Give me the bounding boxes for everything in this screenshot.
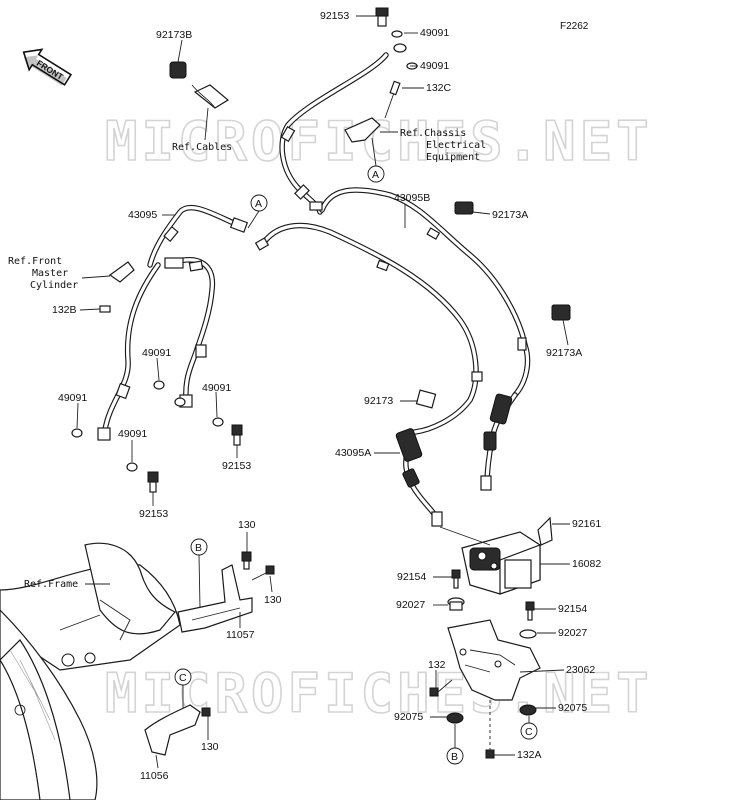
label-132A: 132A	[517, 749, 542, 761]
label-43095B: 43095B	[394, 192, 430, 204]
label-132C: 132C	[426, 82, 452, 94]
abs-mount-hardware	[429, 569, 537, 759]
label-130-b: 130	[264, 594, 282, 606]
label-ref-front-1: Ref.Front	[8, 256, 62, 267]
callout-A-upper: A	[247, 194, 268, 229]
callout-A-lower: A	[367, 137, 385, 183]
banjo-bolt-top	[375, 7, 418, 70]
label-49091-e: 49091	[58, 392, 87, 404]
brake-hose-upper	[279, 52, 389, 215]
clamp-92173A-upper	[454, 201, 474, 215]
label-92153-top: 92153	[320, 10, 349, 22]
label-ref-chassis-3: Equipment	[426, 152, 480, 163]
label-92173: 92173	[364, 395, 393, 407]
clamp-92173	[415, 389, 437, 409]
caliper-hardware	[71, 380, 243, 493]
figure-code: F2262	[560, 21, 589, 32]
svg-text:B: B	[195, 542, 202, 554]
label-92154-a: 92154	[397, 571, 426, 583]
callout-B-lower: B	[446, 724, 464, 765]
label-49091-d: 49091	[202, 382, 231, 394]
label-ref-chassis-1: Ref.Chassis	[400, 128, 466, 139]
label-92173A-a: 92173A	[492, 209, 528, 221]
brake-hose-right-caliper	[172, 257, 216, 401]
label-92027-a: 92027	[396, 599, 425, 611]
callout-B-upper: B	[190, 538, 208, 609]
svg-text:A: A	[372, 169, 379, 181]
svg-text:C: C	[525, 726, 533, 738]
label-49091-b: 49091	[420, 60, 449, 72]
clip-92161	[537, 516, 553, 546]
label-16082: 16082	[572, 558, 601, 570]
label-11057: 11057	[226, 629, 255, 641]
frame-section	[0, 542, 181, 800]
label-92173A-b: 92173A	[546, 347, 582, 359]
label-49091-c: 49091	[142, 347, 171, 359]
brake-hose-43095A	[259, 222, 479, 435]
callout-C-left: C	[174, 668, 192, 708]
abs-hydraulic-unit-16082	[439, 526, 541, 595]
label-92153-b: 92153	[222, 460, 251, 472]
label-43095: 43095	[128, 209, 157, 221]
label-23062: 23062	[566, 664, 595, 676]
label-49091-f: 49091	[118, 428, 147, 440]
leader-lines	[76, 15, 570, 769]
label-92173B: 92173B	[156, 29, 192, 41]
bracket-11056	[144, 704, 211, 756]
label-43095A: 43095A	[335, 447, 371, 459]
label-130-c: 130	[201, 741, 219, 753]
svg-text:A: A	[255, 198, 262, 210]
master-cylinder-bracket	[99, 261, 135, 313]
label-92027-b: 92027	[558, 627, 587, 639]
label-ref-front-3: Cylinder	[30, 280, 78, 291]
svg-text:C: C	[179, 672, 187, 684]
front-arrow-icon: FRONT	[22, 48, 73, 86]
label-92153-c: 92153	[139, 508, 168, 520]
label-11056: 11056	[140, 770, 169, 782]
watermark-top: MICROFICHES.NET	[105, 110, 653, 173]
chassis-bracket	[344, 80, 401, 143]
label-92075-b: 92075	[558, 702, 587, 714]
label-ref-front-2: Master	[32, 268, 68, 279]
label-132B: 132B	[52, 304, 77, 316]
label-49091-a: 49091	[420, 27, 449, 39]
abs-bracket-23062	[447, 619, 541, 701]
label-92161: 92161	[572, 518, 601, 530]
label-ref-cables: Ref.Cables	[172, 142, 232, 153]
label-ref-frame: Ref.Frame	[24, 579, 78, 590]
label-92154-b: 92154	[558, 603, 587, 615]
hose-joint-fittings	[97, 125, 527, 527]
label-132: 132	[428, 659, 446, 671]
svg-text:B: B	[451, 751, 458, 763]
callout-C-right: C	[520, 716, 538, 740]
clamp-92173A-lower	[551, 304, 571, 321]
bracket-11057	[177, 551, 275, 633]
label-ref-chassis-2: Electrical	[426, 140, 486, 151]
label-130-a: 130	[238, 519, 256, 531]
label-92075-a: 92075	[394, 711, 423, 723]
cable-holder-92173B	[169, 61, 230, 109]
brake-hose-43095B	[319, 187, 531, 398]
